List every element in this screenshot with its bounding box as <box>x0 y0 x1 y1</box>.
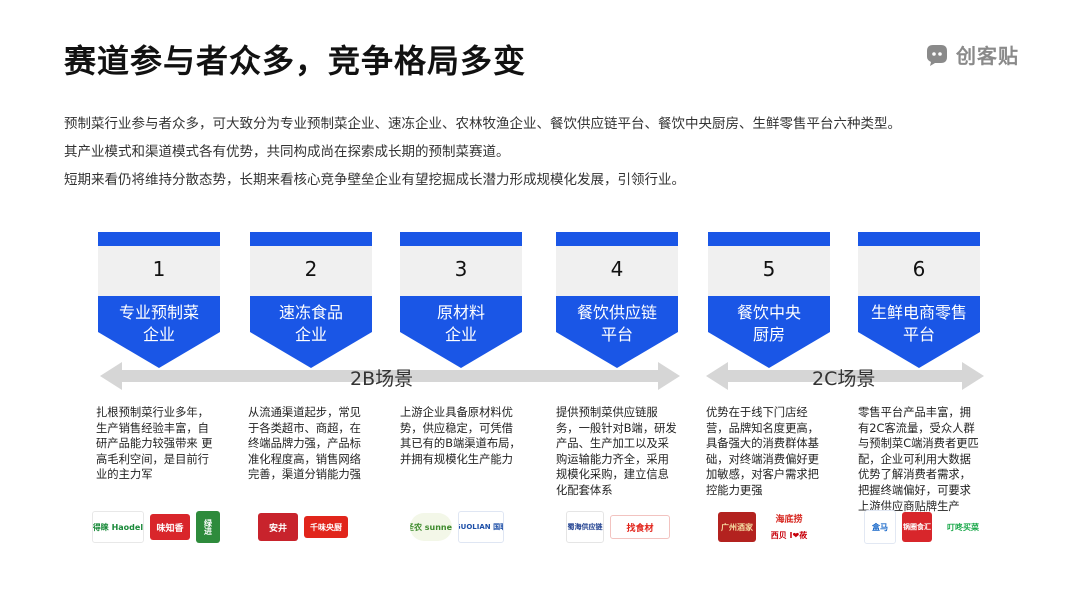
haidilao-logo: 海底捞 <box>762 511 816 526</box>
category-label-pentagon: 专业预制菜企业 <box>98 296 220 368</box>
intro-line-1: 预制菜行业参与者众多，可大致分为专业预制菜企业、速冻企业、农林牧渔企业、餐饮供应… <box>64 116 901 132</box>
category-1-logos: 好得睐 Haodelai 味知香 绿进 <box>92 510 220 544</box>
brand-name: 创客贴 <box>956 44 1019 68</box>
category-number-box: 2 <box>250 232 372 296</box>
qianwei-logo: 千味央厨 <box>304 516 348 538</box>
category-label-pentagon: 餐饮供应链平台 <box>556 296 678 368</box>
category-number-box: 1 <box>98 232 220 296</box>
category-1-description: 扎根预制菜行业多年，生产销售经验丰富，自研产品能力较强带来 更高毛利空间，是目前… <box>96 406 213 482</box>
sunner-logo: 圣农 sunner <box>410 513 452 541</box>
intro-line-2: 其产业模式和渠道模式各有优势，共同构成尚在探索成长期的预制菜赛道。 <box>64 144 510 160</box>
category-title-line1: 餐饮中央 <box>736 303 801 322</box>
intro-text: 预制菜行业参与者众多，可大致分为专业预制菜企业、速冻企业、农林牧渔企业、餐饮供应… <box>64 110 1054 194</box>
category-number: 3 <box>400 246 522 296</box>
guangzhoujiujia-logo: 广州酒家 <box>718 512 756 542</box>
category-4: 4 餐饮供应链平台 <box>556 232 678 368</box>
xibei-logo: 西贝 I❤莜 <box>762 528 816 543</box>
category-label-pentagon: 原材料企业 <box>400 296 522 368</box>
zhaoshicai-logo: 找食材 <box>610 515 670 539</box>
shuhai-logo: 蜀海供应链 <box>566 511 604 543</box>
category-title-line2: 厨房 <box>752 325 785 344</box>
b2c-scene-label: 2C场景 <box>812 368 876 390</box>
category-2: 2 速冻食品企业 <box>250 232 372 368</box>
weizhixiang-logo: 味知香 <box>150 514 190 540</box>
category-6-logos: 盒马 锅圈食汇 叮咚买菜 <box>864 510 988 544</box>
category-label-pentagon: 生鲜电商零售平台 <box>858 296 980 368</box>
hema-logo: 盒马 <box>864 510 896 544</box>
category-6-description: 零售平台产品丰富，拥有2C客流量，受众人群与预制菜C端消费者更匹配，企业可利用大… <box>858 406 979 513</box>
category-title-line1: 餐饮供应链 <box>576 303 657 322</box>
category-3: 3 原材料企业 <box>400 232 522 368</box>
category-title-line2: 企业 <box>294 325 327 344</box>
page-title: 赛道参与者众多，竞争格局多变 <box>64 42 527 80</box>
category-5-description: 优势在于线下门店经营，品牌知名度更高，具备强大的消费群体基础，对终端消费偏好更加… <box>706 406 819 497</box>
b2b-scene-label: 2B场景 <box>350 368 414 390</box>
category-number-box: 6 <box>858 232 980 296</box>
category-title-line2: 平台 <box>600 325 633 344</box>
category-title-line1: 原材料 <box>436 303 485 322</box>
category-4-logos: 蜀海供应链 找食材 <box>566 510 670 544</box>
haodelai-logo: 好得睐 Haodelai <box>92 511 144 543</box>
category-title-line2: 平台 <box>902 325 935 344</box>
category-5: 5 餐饮中央厨房 <box>708 232 830 368</box>
brand: 创客贴 <box>924 40 1019 69</box>
dingdong-logo: 叮咚买菜 <box>938 519 988 535</box>
b2c-scene-arrow: 2C场景 <box>706 362 984 390</box>
category-title-line1: 生鲜电商零售 <box>870 303 967 322</box>
category-2-logos: 安井 千味央厨 <box>258 510 348 544</box>
category-6: 6 生鲜电商零售平台 <box>858 232 980 368</box>
category-number-box: 5 <box>708 232 830 296</box>
category-number: 6 <box>858 246 980 296</box>
category-5-logos: 广州酒家 海底捞 西贝 I❤莜 <box>718 510 816 544</box>
intro-line-3: 短期来看仍将维持分散态势，长期来看核心竞争壁垒企业有望挖掘成长潜力形成规模化发展… <box>64 172 685 188</box>
double-arrow-icon <box>706 362 984 390</box>
category-label-pentagon: 速冻食品企业 <box>250 296 372 368</box>
category-number: 4 <box>556 246 678 296</box>
category-number: 1 <box>98 246 220 296</box>
category-2-description: 从流通渠道起步，常见于各类超市、商超，在终端品牌力强，产品标准化程度高，销售网络… <box>248 406 361 482</box>
category-number-box: 3 <box>400 232 522 296</box>
chuangketie-logo-icon <box>927 44 947 66</box>
category-3-logos: 圣农 sunner GUOLIAN 国联 <box>410 510 504 544</box>
b2b-scene-arrow: 2B场景 <box>100 362 680 390</box>
category-number: 2 <box>250 246 372 296</box>
category-title-line1: 速冻食品 <box>278 303 343 322</box>
guolian-logo: GUOLIAN 国联 <box>458 511 504 543</box>
category-4-description: 提供预制菜供应链服务，一般针对B端，研发产品、生产加工以及采购运输能力齐全，采用… <box>556 406 677 497</box>
category-number: 5 <box>708 246 830 296</box>
category-title-line1: 专业预制菜 <box>118 303 199 322</box>
category-3-description: 上游企业具备原材料优势，供应稳定，可凭借其已有的B端渠道布局，并拥有规模化生产能… <box>400 406 521 466</box>
lvjin-logo: 绿进 <box>196 511 220 543</box>
category-1: 1 专业预制菜企业 <box>98 232 220 368</box>
category-label-pentagon: 餐饮中央厨房 <box>708 296 830 368</box>
category-number-box: 4 <box>556 232 678 296</box>
category-title-line2: 企业 <box>142 325 175 344</box>
category-title-line2: 企业 <box>444 325 477 344</box>
anjoy-logo: 安井 <box>258 513 298 541</box>
guoquan-logo: 锅圈食汇 <box>902 512 932 542</box>
double-arrow-icon <box>100 362 680 390</box>
